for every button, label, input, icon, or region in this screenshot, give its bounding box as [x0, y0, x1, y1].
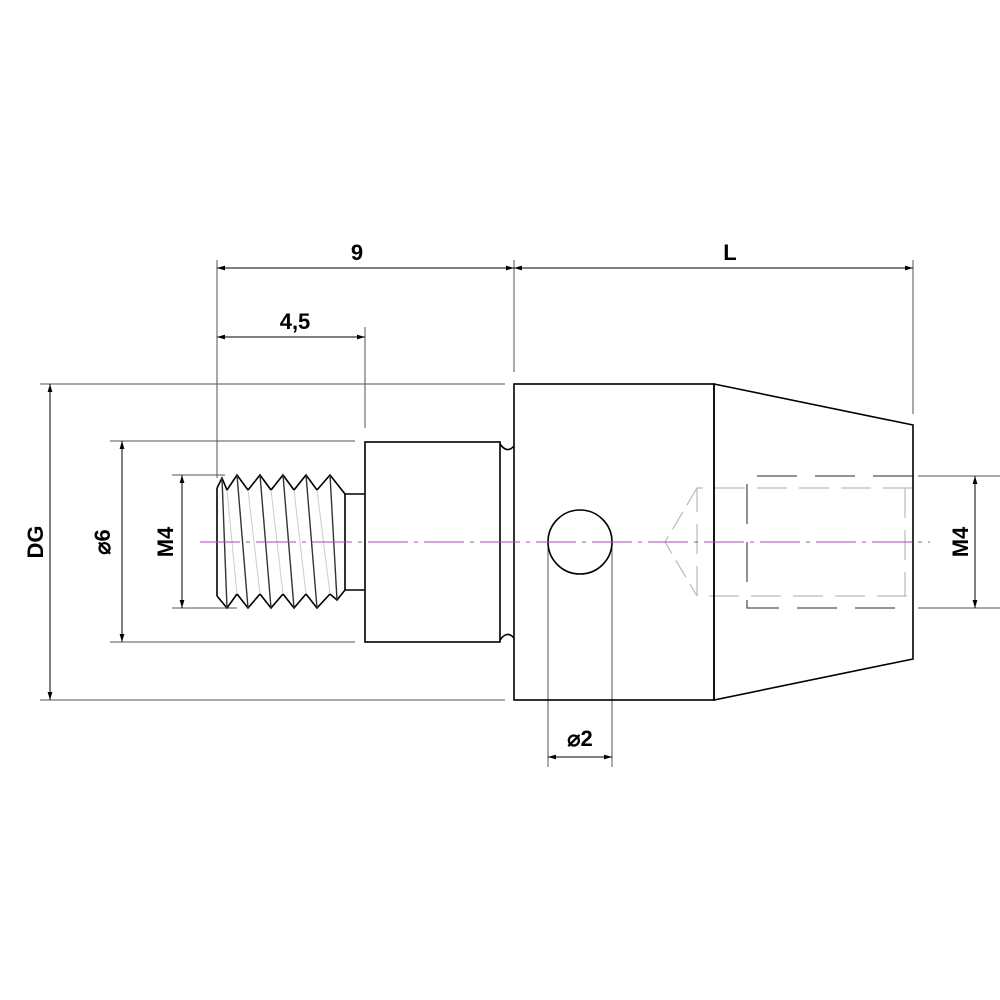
label-DG: DG: [23, 526, 48, 559]
label-m4-right: M4: [948, 526, 973, 557]
extension-lines: [40, 260, 1000, 767]
dimension-lines: [47, 265, 978, 760]
collar-groove: [499, 443, 515, 641]
label-L: L: [723, 240, 736, 265]
label-4-5: 4,5: [280, 309, 311, 334]
cone: [713, 383, 914, 701]
label-d2: ⌀2: [567, 726, 592, 751]
hidden-lines-thread: [746, 475, 913, 609]
thread-bottom-profile: [216, 589, 346, 610]
label-m4-left: M4: [153, 526, 178, 557]
label-d6: ⌀6: [90, 529, 115, 554]
thread-top-profile: [216, 473, 346, 495]
label-9: 9: [351, 240, 363, 265]
